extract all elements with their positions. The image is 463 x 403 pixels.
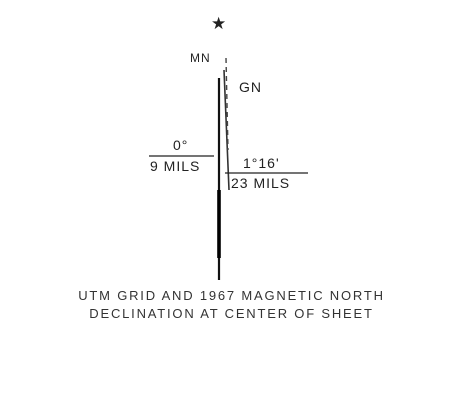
caption-line-1: UTM GRID AND 1967 MAGNETIC NORTH bbox=[78, 288, 385, 303]
true-north-star-icon: ★ bbox=[211, 14, 228, 33]
magnetic-declination-degrees: 0° bbox=[173, 137, 189, 153]
magnetic-north-label: MN bbox=[190, 51, 211, 65]
magnetic-north-line bbox=[225, 57, 229, 151]
magnetic-declination-mils: 9 MILS bbox=[150, 158, 201, 174]
caption-line-2: DECLINATION AT CENTER OF SHEET bbox=[89, 306, 374, 321]
grid-declination-degrees: 1°16' bbox=[243, 155, 280, 171]
grid-north-label: GN bbox=[239, 79, 262, 95]
grid-declination-mils: 23 MILS bbox=[231, 175, 291, 191]
grid-north-line bbox=[223, 69, 230, 191]
